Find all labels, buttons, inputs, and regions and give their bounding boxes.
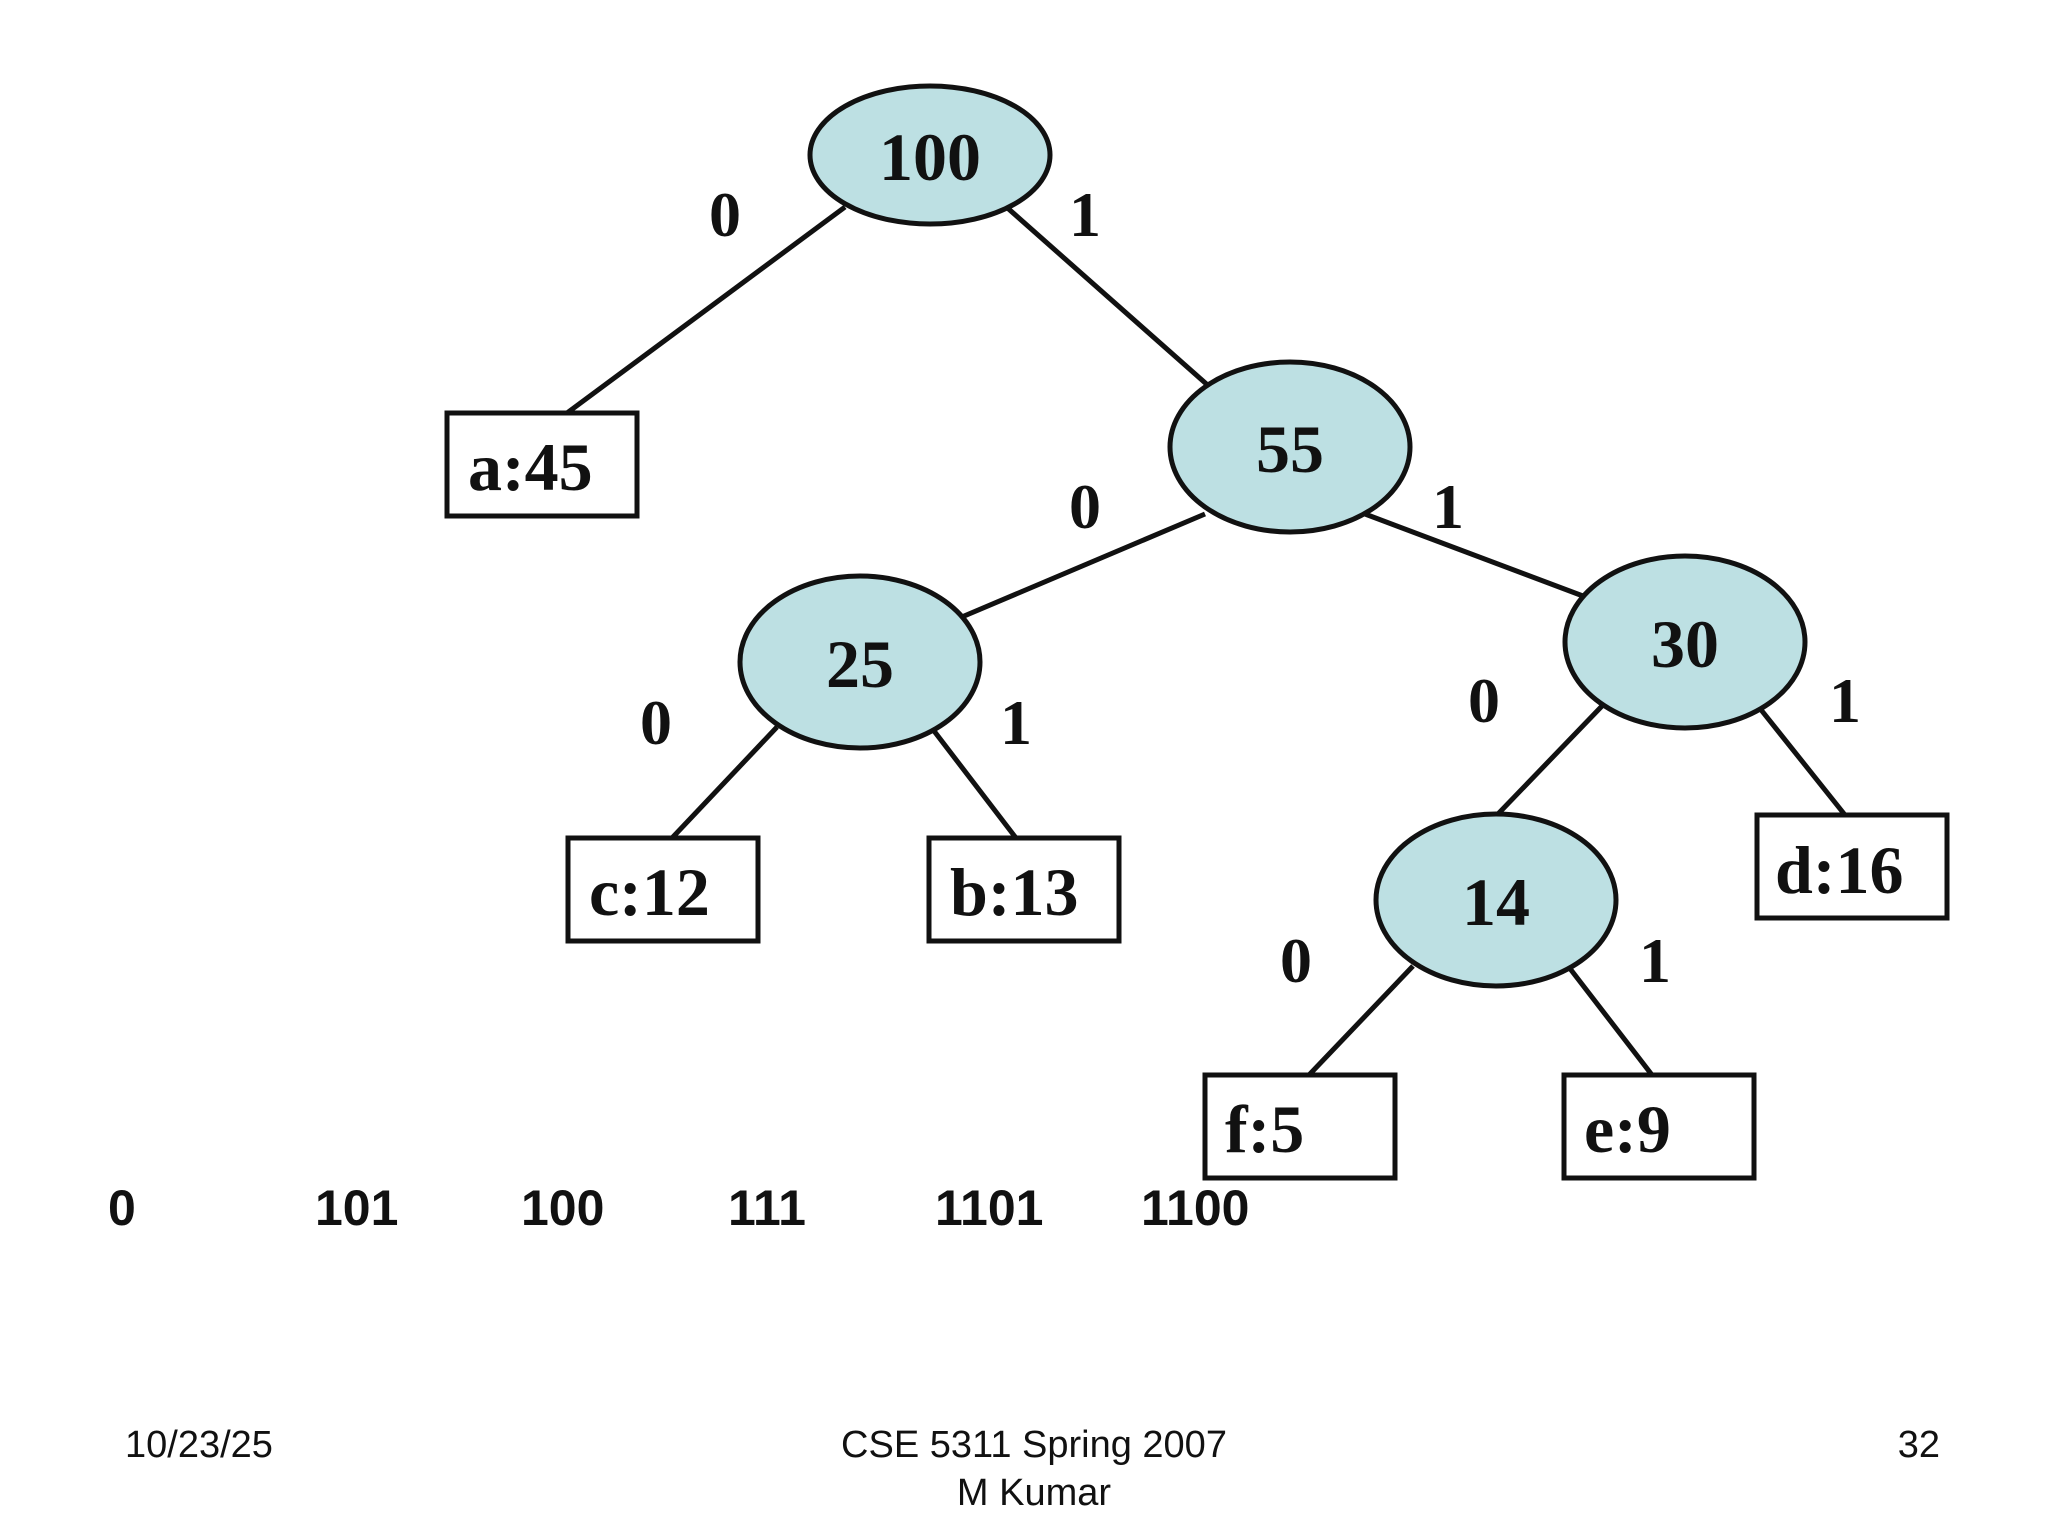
node-55: 55 [1167,359,1413,535]
edge-25-c [670,725,779,840]
node-30-label: 30 [1651,606,1719,682]
leaf-a-label: a:45 [468,429,593,505]
codeword: 1100 [1141,1180,1250,1236]
edge-55-25 [949,511,1206,625]
bit-label: 0 [1069,471,1101,542]
leaf-f-label: f:5 [1225,1091,1304,1167]
leaf-e: e:9 [1561,1072,1757,1181]
footer-page-number: 32 [1897,1424,1940,1466]
node-25-label: 25 [826,626,894,702]
footer-course: CSE 5311 Spring 2007 [841,1424,1227,1466]
leaf-b-label: b:13 [950,854,1078,930]
edge-root-55 [1001,202,1222,398]
bit-label: 1 [1432,471,1464,542]
node-25: 25 [737,573,983,751]
footer-author: M Kumar [956,1471,1112,1514]
node-30: 30 [1562,553,1808,731]
codeword: 1101 [935,1180,1044,1236]
node-root: 100 [807,83,1053,227]
bit-label: 1 [1000,687,1032,758]
leaf-d: d:16 [1754,812,1950,921]
leaf-c-label: c:12 [589,854,710,930]
leaf-b: b:13 [926,835,1122,944]
leaf-d-label: d:16 [1775,832,1903,908]
edge-30-d [1756,704,1847,817]
leaf-f: f:5 [1202,1072,1398,1181]
bit-label: 0 [709,179,741,250]
bit-label: 1 [1639,925,1671,996]
bit-label: 0 [640,687,672,758]
bit-label: 1 [1069,179,1101,250]
bit-label: 0 [1280,925,1312,996]
codeword: 111 [728,1180,806,1236]
codeword: 0 [108,1180,136,1236]
bit-label: 1 [1829,665,1861,736]
footer-date: 10/23/25 [125,1424,273,1466]
edge-14-e [1566,964,1654,1077]
node-55-label: 55 [1256,411,1324,487]
node-14: 14 [1373,811,1619,989]
edge-30-14 [1495,704,1604,817]
edge-14-f [1307,964,1415,1077]
edge-55-30 [1364,511,1584,599]
leaf-e-label: e:9 [1584,1091,1671,1167]
node-root-label: 100 [879,119,981,195]
edge-25-b [929,725,1018,840]
leaf-c: c:12 [565,835,761,944]
codeword: 100 [521,1180,605,1236]
bit-label: 0 [1468,665,1500,736]
leaf-a: a:45 [444,410,640,519]
node-14-label: 14 [1462,864,1530,940]
codeword: 101 [315,1180,399,1236]
edge-root-a [565,204,847,416]
footer-center: CSE 5311 Spring 2007 M Kumar [774,1422,1294,1517]
